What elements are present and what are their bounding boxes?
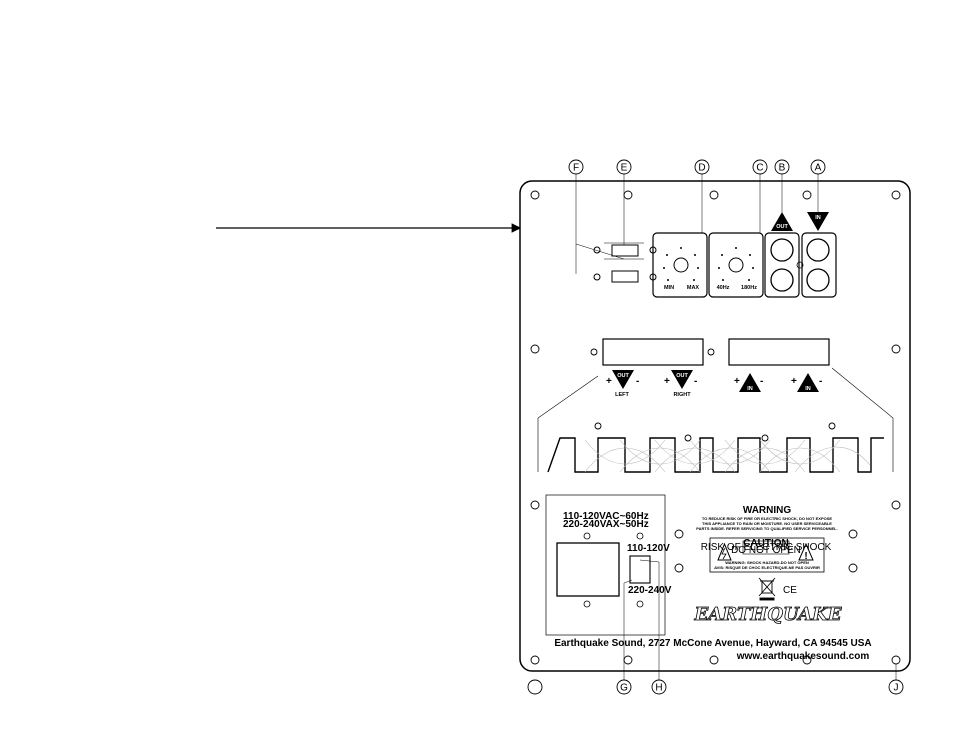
right-label: RIGHT (673, 392, 691, 398)
mounting-holes (530, 190, 901, 665)
speaker-out-terminal (590, 338, 715, 366)
svg-text:IN: IN (805, 386, 811, 392)
power-section: 110-120VAC~60Hz 220-240VAX~50Hz 110-120V… (545, 494, 672, 636)
power-rating-line2: 220-240VAX~50Hz (563, 519, 649, 530)
svg-text:-: - (636, 376, 639, 387)
caution-title: CAUTION (743, 538, 789, 549)
volume-control: MIN MAX (652, 232, 708, 298)
exclamation-warning-icon (798, 542, 814, 561)
volume-max-label: MAX (687, 285, 700, 291)
brand-logo: EARTHQUAKE (694, 604, 842, 625)
warning-title: WARNING (743, 505, 792, 516)
callout-H: H (655, 683, 662, 694)
svg-text:OUT: OUT (676, 373, 688, 379)
caution-sub2: DO NOT OPEN (731, 545, 801, 556)
callout-A: A (815, 163, 822, 174)
crossover-low-label: 40Hz (717, 285, 730, 291)
svg-text:!: ! (804, 551, 807, 562)
line-in-label: IN (815, 215, 821, 221)
power-inlet (556, 542, 620, 597)
callout-C: C (756, 163, 763, 174)
svg-text:IN: IN (747, 386, 753, 392)
warning-text-line3: PARTS INSIDE. REFER SERVICING TO QUALIFI… (696, 526, 838, 531)
caution-line1: WARNING: SHOCK HAZARD-DO NOT OPEN (725, 560, 809, 565)
warning-text-line2: THIS APPLIANCE TO RAIN OR MOISTURE. NO U… (702, 521, 832, 526)
line-out-jacks: OUT (764, 212, 800, 298)
address-text: Earthquake Sound, 2727 McCone Avenue, Ha… (554, 638, 871, 649)
speaker-polarity-markings: + OUT - LEFT + OUT - RIGHT + IN - + IN - (606, 370, 822, 398)
crossover-high-label: 180Hz (741, 285, 757, 291)
svg-text:+: + (791, 376, 797, 387)
caution-line2: AVIS: RISQUE DE CHOC ELECTRIQUE-NE PAS O… (714, 565, 820, 570)
caution-sub1: RISK OF ELECTRIC SHOCK (701, 542, 832, 553)
svg-text:-: - (694, 376, 697, 387)
svg-text:OUT: OUT (617, 373, 629, 379)
label-screw-holes (674, 529, 858, 573)
heatsink (537, 367, 894, 473)
ce-mark: CE (783, 585, 797, 596)
callout-F: F (573, 163, 579, 174)
line-out-label: OUT (776, 224, 788, 230)
callout-G: G (620, 683, 628, 694)
caution-block: CAUTION RISK OF ELECTRIC SHOCK DO NOT OP… (701, 537, 832, 573)
warning-block: WARNING TO REDUCE RISK OF FIRE OR ELECTR… (696, 505, 838, 531)
callout-B: B (779, 163, 786, 174)
svg-text:-: - (760, 376, 763, 387)
svg-text:-: - (819, 376, 822, 387)
line-in-jacks: IN (801, 212, 837, 298)
callout-leaders (575, 174, 897, 680)
svg-text:+: + (734, 376, 740, 387)
volume-min-label: MIN (664, 285, 674, 291)
callout-E: E (621, 163, 628, 174)
power-rating-line1: 110-120VAC~60Hz (563, 511, 649, 522)
speaker-in-terminal (728, 338, 830, 366)
callout-J: J (894, 683, 899, 694)
svg-text:+: + (664, 376, 670, 387)
lightning-warning-icon (717, 542, 732, 561)
svg-text:+: + (606, 376, 612, 387)
website-text: www.earthquakesound.com (736, 651, 870, 662)
warning-text-line1: TO REDUCE RISK OF FIRE OR ELECTRIC SHOCK… (702, 516, 832, 521)
crossover-control: 40Hz 180Hz (708, 232, 764, 298)
callout-circles: F E D C B A G H J (527, 159, 904, 695)
voltage-selector-switch (629, 555, 651, 584)
weee-bin-icon (758, 577, 776, 601)
callout-D: D (698, 163, 705, 174)
switch-bottom-label: 220-240V (628, 585, 672, 596)
amplifier-plate (519, 180, 911, 672)
left-label: LEFT (615, 392, 629, 398)
switch-top-label: 110-120V (627, 543, 670, 554)
